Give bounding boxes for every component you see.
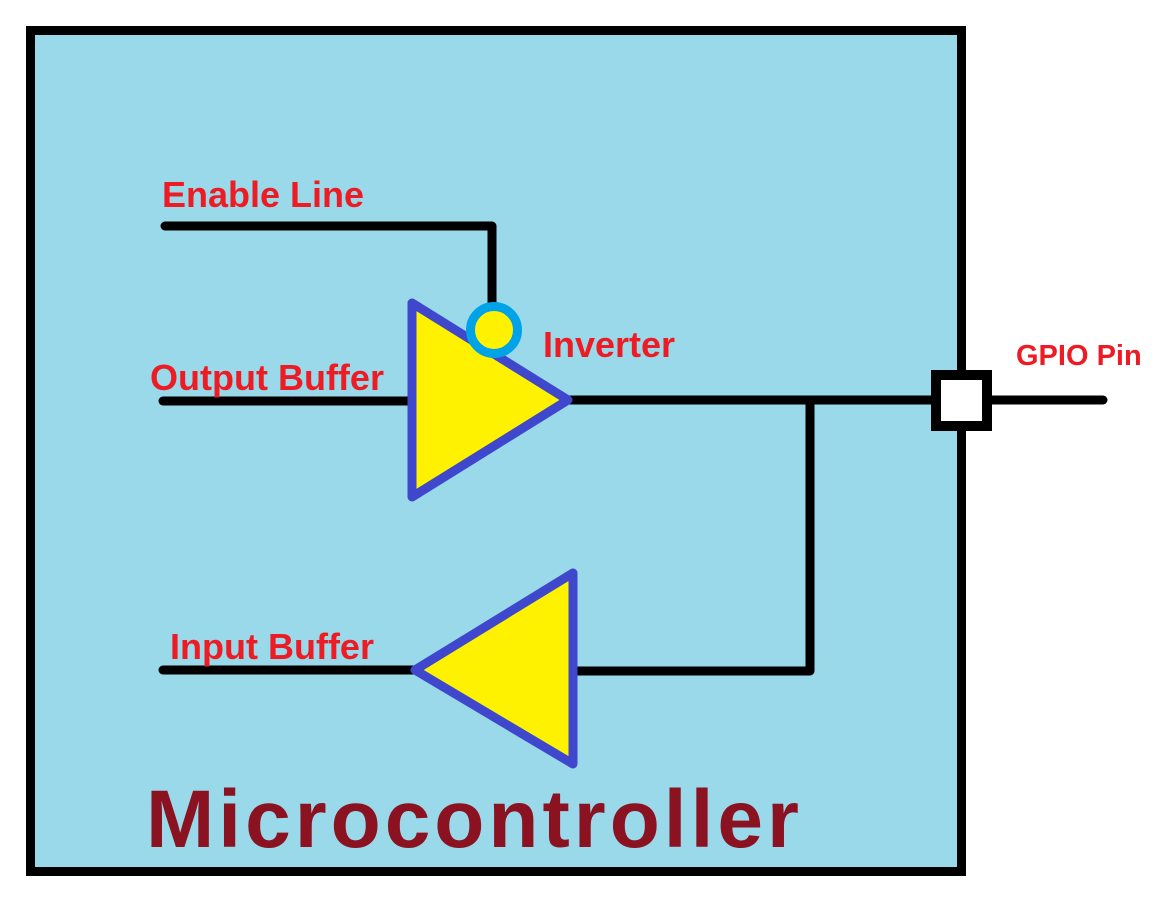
enable-line-label: Enable Line xyxy=(162,174,364,215)
input-buffer-label: Input Buffer xyxy=(170,626,374,667)
gpio-pin-square xyxy=(931,370,992,431)
inverter-label: Inverter xyxy=(543,324,675,365)
gpio-pin-label: GPIO Pin xyxy=(1016,340,1142,372)
branch-wire xyxy=(572,395,815,676)
microcontroller-body xyxy=(26,26,966,876)
enable-line-wire xyxy=(160,221,497,308)
output-buffer-label: Output Buffer xyxy=(150,357,384,398)
input-buffer-triangle xyxy=(410,568,578,769)
microcontroller-title: Microcontroller xyxy=(146,774,803,865)
inverter-bubble xyxy=(466,302,522,358)
